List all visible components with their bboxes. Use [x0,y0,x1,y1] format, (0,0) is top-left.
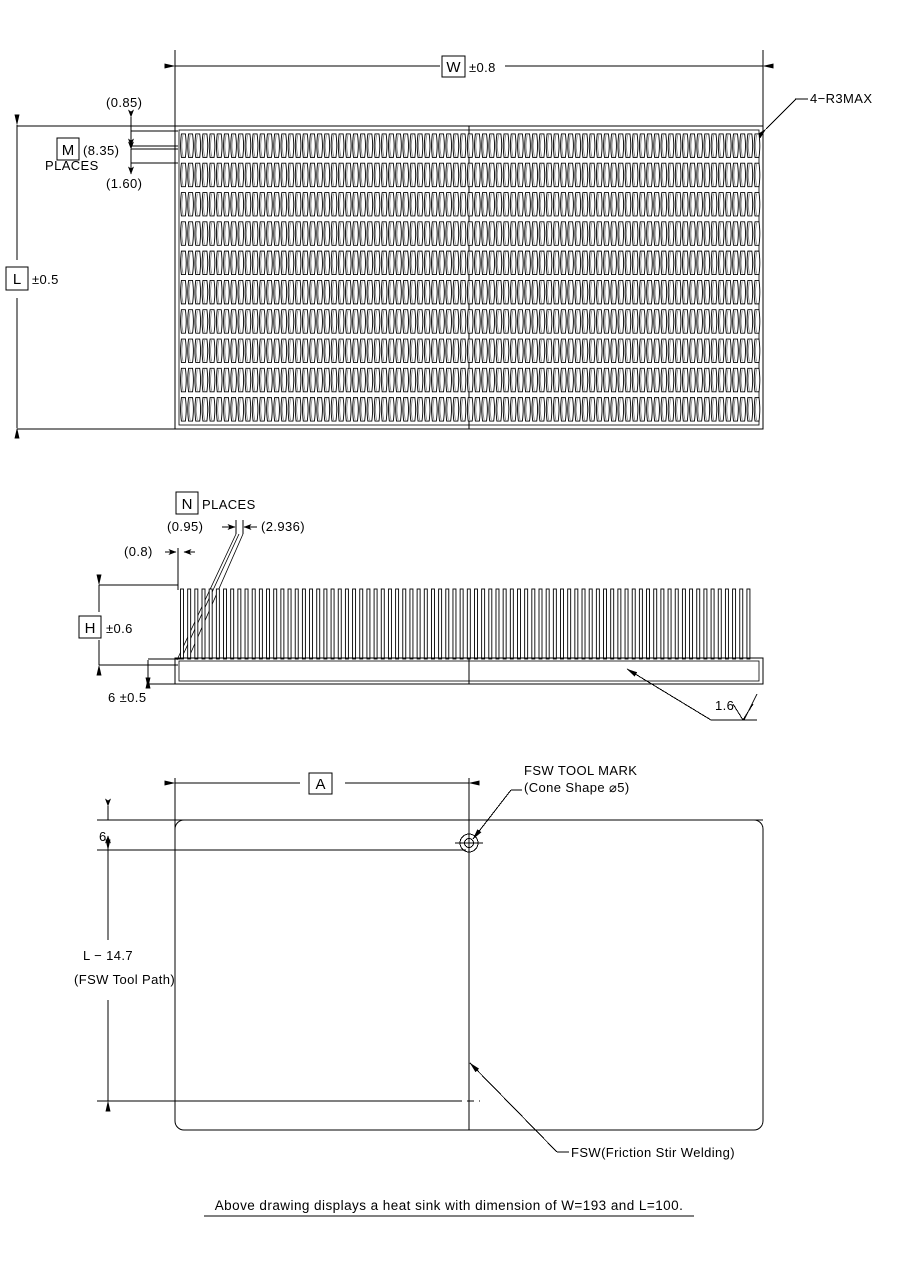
dim-2936-label: (2.936) [261,519,305,534]
tool-path-line2: (FSW Tool Path) [74,972,175,987]
m-places-label: PLACES [45,158,99,173]
fsw-tool-mark-symbol [455,830,483,857]
height-symbol-label: H [85,620,96,637]
corner-radius-note: 4−R3MAX [810,91,872,106]
caption-group: Above drawing displays a heat sink with … [204,1198,694,1217]
tool-path-line1: L − 14.7 [83,948,133,963]
surface-finish-leader [626,668,758,721]
fin-array [180,588,751,660]
height-dimension [96,574,178,676]
dim-A-symbol-box [308,772,333,795]
dim-08-label: (0.8) [124,544,153,559]
dim-A-symbol-label: A [315,776,325,793]
surface-finish-label: 1.6 [715,698,734,713]
n-places-symbol-label: N [182,496,193,513]
corner-radius-leader [756,98,808,139]
m-places-symbol-box [56,137,80,161]
width-symbol-box [441,55,466,78]
length-tolerance-label: ±0.5 [32,272,59,287]
width-dimension [164,50,774,126]
base-thickness-label: 6 ±0.5 [108,690,146,705]
n-places-symbol-box [175,491,199,515]
fsw-tool-mark-leader [472,789,522,840]
pin-pitch-detail-dimensions [128,109,178,175]
dim-835-label: (8.35) [83,143,119,158]
pin-fin-array [180,133,761,422]
caption-text: Above drawing displays a heat sink with … [215,1198,684,1213]
top-view-group: W ±0.8 4−R3MAX L ±0.5 [5,50,872,439]
bottom-view-group: A FSW TOOL MARK (Cone Shape ⌀5) 6 [74,763,764,1160]
fsw-note-leader [469,1062,569,1153]
fsw-note-label: FSW(Friction Stir Welding) [571,1145,735,1160]
fsw-tool-mark-line2: (Cone Shape ⌀5) [524,780,630,795]
length-symbol-label: L [13,271,21,288]
edge-dim-6-label: 6 [99,829,107,844]
dim-085-label: (0.85) [106,95,142,110]
length-symbol-box [5,266,29,291]
height-tolerance-label: ±0.6 [106,621,133,636]
width-symbol-label: W [446,59,461,76]
n-places-label: PLACES [202,497,256,512]
dim-160-label: (1.60) [106,176,142,191]
fin-pitch-arrows [222,520,257,534]
fsw-tool-mark-line1: FSW TOOL MARK [524,763,637,778]
height-symbol-box [78,615,102,639]
dim-095-label: (0.95) [167,519,203,534]
m-places-symbol-label: M [62,142,75,159]
width-tolerance-label: ±0.8 [469,60,496,75]
side-view-group: N PLACES (0.95) (2.936) (0.8) [78,491,764,721]
